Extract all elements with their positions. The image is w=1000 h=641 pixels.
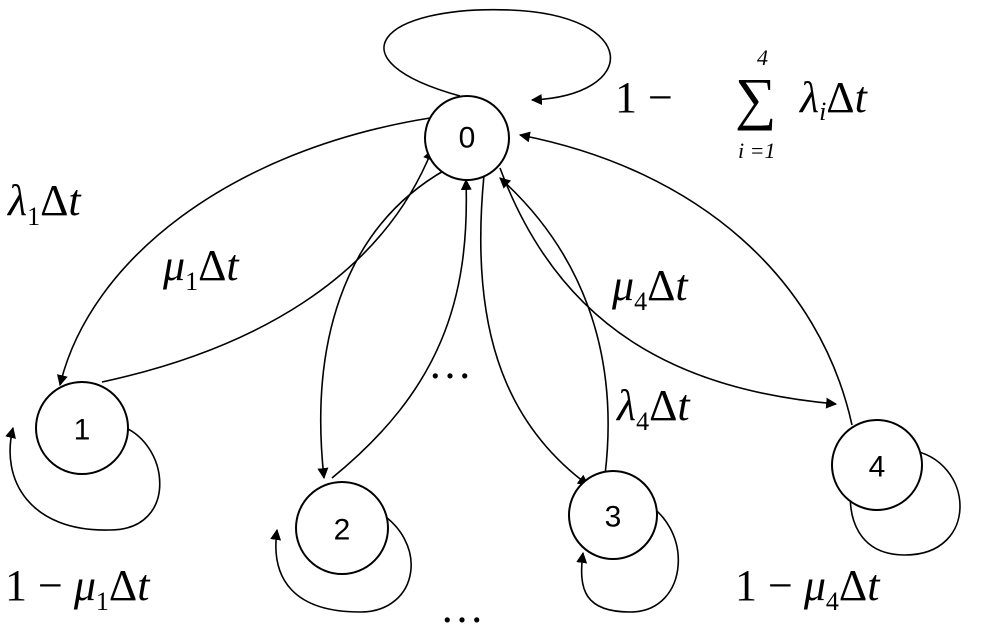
svg-text:∑: ∑: [735, 66, 776, 131]
edge-0-to-4: [499, 167, 838, 409]
label-self-1: 1 − μ1Δt: [5, 561, 151, 616]
state-node-3[interactable]: 3: [568, 470, 658, 560]
self-loop-4: [844, 449, 961, 556]
node-label: 1: [74, 414, 91, 447]
edge-0-to-2: [317, 169, 446, 480]
state-node-0[interactable]: 0: [424, 95, 510, 181]
state-node-4[interactable]: 4: [831, 419, 923, 511]
self-loop-1: [5, 424, 161, 531]
svg-text:1 −: 1 −: [615, 73, 673, 122]
node-label: 3: [605, 501, 622, 534]
label-lambda4: λ4Δt: [615, 381, 691, 436]
node-label: 2: [334, 514, 351, 547]
node-label: 4: [869, 451, 886, 484]
state-node-2[interactable]: 2: [295, 481, 389, 575]
edge-0-to-3: [479, 174, 589, 486]
ellipsis-bottom: …: [440, 583, 484, 632]
node-label: 0: [459, 122, 476, 155]
self-loop-2: [270, 509, 412, 613]
svg-text:i =1: i =1: [738, 138, 775, 163]
self-loop-0: [383, 8, 612, 106]
edge-3-to-0: [499, 177, 609, 476]
self-loop-3: [576, 499, 680, 613]
label-mu1: μ1Δt: [162, 241, 240, 296]
edge-4-to-0: [518, 131, 853, 426]
edge-1-to-0: [101, 148, 434, 383]
svg-text:4: 4: [757, 45, 768, 70]
edge-0-to-1: [56, 117, 431, 387]
label-self-0: 1 − ∑ 4 i =1 λiΔt: [615, 45, 869, 163]
label-lambda1: λ1Δt: [6, 176, 82, 231]
ellipsis-middle: …: [428, 339, 472, 388]
edge-2-to-0: [331, 178, 472, 479]
label-self-4: 1 − μ4Δt: [735, 561, 881, 616]
label-mu4: μ4Δt: [611, 261, 689, 316]
svg-text:λiΔt: λiΔt: [798, 73, 869, 126]
state-node-1[interactable]: 1: [35, 381, 129, 475]
